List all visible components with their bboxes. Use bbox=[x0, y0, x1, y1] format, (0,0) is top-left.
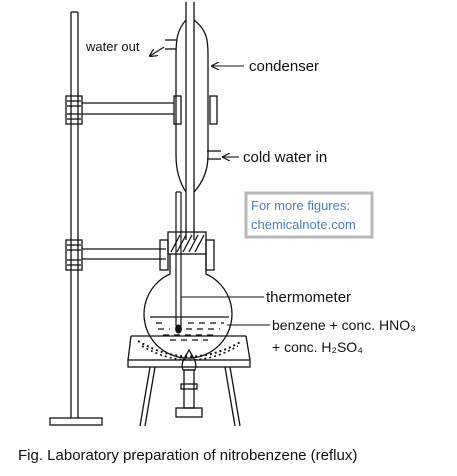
upper-clamp-boss bbox=[65, 95, 83, 125]
jacket-left bbox=[175, 19, 187, 193]
burner-collar bbox=[180, 383, 198, 390]
burner-base bbox=[175, 407, 203, 418]
label-mixture-group: benzene + conc. HNO₃ + conc. H₂SO₄ bbox=[227, 317, 416, 355]
lower-clamp bbox=[65, 239, 215, 271]
figure-caption: Fig. Laboratory preparation of nitrobenz… bbox=[18, 447, 357, 464]
label-cold-water-in: cold water in bbox=[243, 149, 327, 166]
label-cold-water-in-group: cold water in bbox=[223, 149, 327, 166]
stand-base bbox=[49, 417, 103, 426]
lower-clamp-jaw-right bbox=[205, 239, 215, 271]
condenser bbox=[165, 2, 221, 240]
watermark-line1: For more figures: bbox=[251, 198, 350, 213]
watermark-line2: chemicalnote.com bbox=[251, 217, 356, 232]
burner-flame bbox=[181, 348, 197, 371]
label-thermometer: thermometer bbox=[266, 289, 351, 306]
watermark: For more figures: chemicalnote.com bbox=[244, 191, 374, 239]
cork-stopper bbox=[167, 231, 207, 255]
water-out-arrow bbox=[150, 46, 165, 56]
label-mixture-line1: benzene + conc. HNO₃ bbox=[272, 317, 416, 333]
tripod-leg-right-b bbox=[224, 366, 236, 427]
tripod-stand bbox=[127, 359, 251, 427]
label-water-out: water out bbox=[85, 39, 140, 54]
bunsen-burner bbox=[175, 348, 203, 418]
jacket-right bbox=[193, 19, 209, 193]
tripod-top-ring bbox=[127, 359, 251, 368]
thermometer-bulb bbox=[175, 324, 182, 334]
label-thermometer-group: thermometer bbox=[181, 289, 351, 306]
thermometer bbox=[175, 191, 182, 334]
label-mixture-line2: + conc. H₂SO₄ bbox=[272, 339, 363, 355]
lower-clamp-boss bbox=[65, 239, 83, 271]
tripod-leg-left-a bbox=[139, 366, 151, 427]
label-water-out-group: water out bbox=[85, 39, 165, 56]
retort-stand bbox=[49, 11, 103, 426]
watermark-border bbox=[244, 191, 374, 239]
upper-clamp-jaw-right bbox=[209, 95, 218, 125]
flask-outline bbox=[143, 254, 233, 359]
lower-clamp-jaw-left bbox=[159, 239, 169, 271]
tripod-leg-left-b bbox=[144, 366, 156, 427]
wire-gauze bbox=[127, 335, 251, 361]
tripod-leg-right-a bbox=[229, 366, 241, 427]
label-condenser: condenser bbox=[249, 58, 319, 75]
round-bottom-flask bbox=[143, 254, 233, 359]
cork-outline bbox=[167, 231, 207, 255]
upper-clamp bbox=[65, 95, 218, 125]
label-condenser-group: condenser bbox=[212, 58, 319, 75]
upper-clamp-jaw-left bbox=[173, 95, 182, 125]
